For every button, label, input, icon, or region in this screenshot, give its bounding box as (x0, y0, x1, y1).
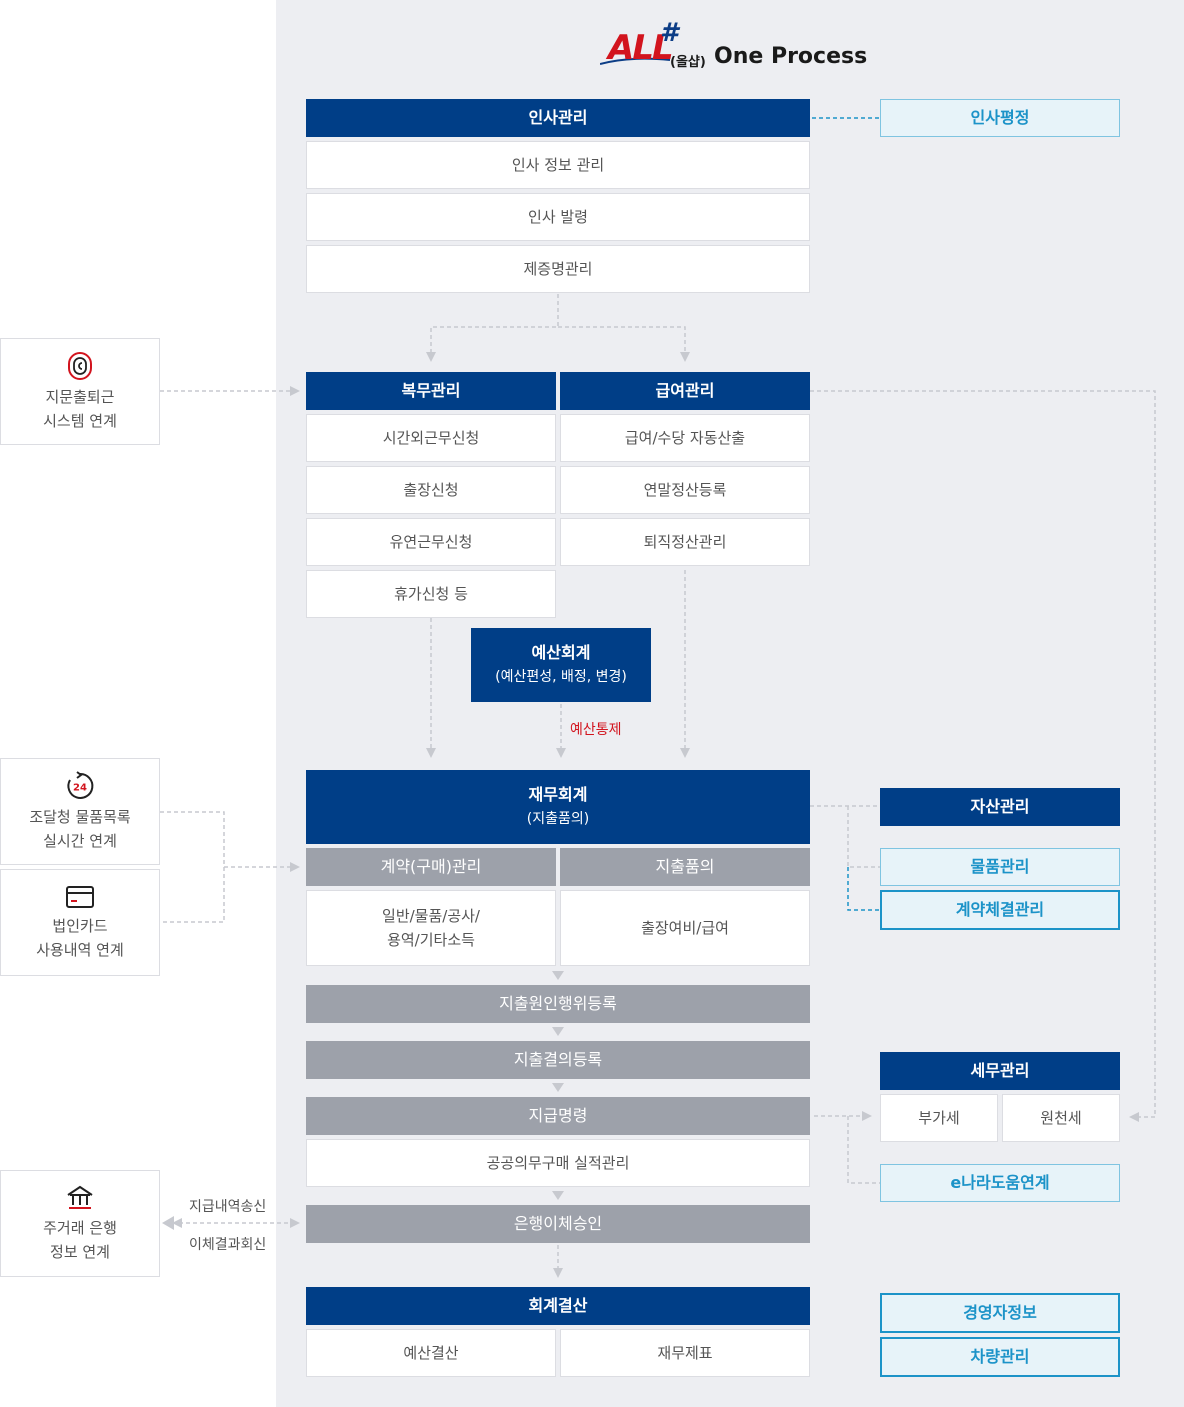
fingerprint-system-link[interactable]: 지문출퇴근 시스템 연계 (0, 338, 160, 445)
logo-suffix: One Process (714, 44, 868, 69)
corporate-card-link[interactable]: 법인카드 사용내역 연계 (0, 869, 160, 976)
attendance-item-flexible[interactable]: 유연근무신청 (306, 518, 556, 566)
hr-header[interactable]: 인사관리 (306, 99, 810, 137)
credit-card-icon (66, 885, 94, 908)
closing-item-budget[interactable]: 예산결산 (306, 1329, 556, 1377)
bank-info-link[interactable]: 주거래 은행 정보 연계 (0, 1170, 160, 1277)
hr-item-info[interactable]: 인사 정보 관리 (306, 141, 810, 189)
closing-item-statements[interactable]: 재무제표 (560, 1329, 810, 1377)
fingerprint-label-1: 지문출퇴근 (45, 387, 115, 406)
attendance-header[interactable]: 복무관리 (306, 372, 556, 410)
attendance-item-overtime[interactable]: 시간외근무신청 (306, 414, 556, 462)
asset-management[interactable]: 자산관리 (880, 788, 1120, 826)
hr-evaluation[interactable]: 인사평정 (880, 99, 1120, 137)
expense-detail[interactable]: 출장여비/급여 (560, 890, 810, 966)
contract-management[interactable]: 계약(구매)관리 (306, 848, 556, 886)
step-public-purchase[interactable]: 공공의무구매 실적관리 (306, 1139, 810, 1187)
payroll-header[interactable]: 급여관리 (560, 372, 810, 410)
tax-item-withholding[interactable]: 원천세 (1002, 1094, 1120, 1142)
logo-korean: (올샵) (670, 55, 706, 70)
contract-conclusion-management[interactable]: 계약체결관리 (880, 890, 1120, 930)
logo-brand: ALL (608, 28, 674, 68)
contract-detail-line-1: 일반/물품/공사/ (382, 907, 480, 925)
closing-header[interactable]: 회계결산 (306, 1287, 810, 1325)
refresh-24-icon: 24 (67, 770, 94, 799)
card-label-1: 법인카드 (52, 916, 108, 935)
finance-title: 재무회계 (528, 785, 588, 804)
step-bank-transfer[interactable]: 은행이체승인 (306, 1205, 810, 1243)
goods-management[interactable]: 물품관리 (880, 848, 1120, 886)
fingerprint-label-2: 시스템 연계 (43, 411, 117, 430)
tax-item-vat[interactable]: 부가세 (880, 1094, 998, 1142)
contract-detail-line-2: 용역/기타소득 (387, 931, 475, 949)
step-expense-cause[interactable]: 지출원인행위등록 (306, 985, 810, 1023)
step-payment-order[interactable]: 지급명령 (306, 1097, 810, 1135)
payment-send-label: 지급내역송신 (189, 1199, 267, 1215)
vehicle-management[interactable]: 차량관리 (880, 1337, 1120, 1377)
logo-swoosh-icon (600, 57, 670, 65)
hr-item-certificate[interactable]: 제증명관리 (306, 245, 810, 293)
logo-mark: # (660, 18, 679, 48)
payroll-item-yearend[interactable]: 연말정산등록 (560, 466, 810, 514)
budget-title: 예산회계 (531, 643, 591, 662)
procurement-label-2: 실시간 연계 (43, 831, 117, 850)
finance-subtitle: (지출품의) (526, 811, 590, 827)
tax-management[interactable]: 세무관리 (880, 1052, 1120, 1090)
budget-subtitle: (예산편성, 배정, 변경) (495, 669, 627, 685)
budget-control-label: 예산통제 (570, 722, 622, 738)
executive-info[interactable]: 경영자정보 (880, 1293, 1120, 1333)
expense-request[interactable]: 지출품의 (560, 848, 810, 886)
fingerprint-icon (68, 351, 92, 380)
payroll-item-retirement[interactable]: 퇴직정산관리 (560, 518, 810, 566)
procurement-link[interactable]: 24 조달청 물품목록 실시간 연계 (0, 758, 160, 865)
bank-label-2: 정보 연계 (50, 1242, 110, 1261)
enara-link[interactable]: e나라도움연계 (880, 1164, 1120, 1202)
svg-text:24: 24 (73, 782, 87, 793)
payroll-item-calc[interactable]: 급여/수당 자동산출 (560, 414, 810, 462)
finance-box[interactable]: 재무회계 (지출품의) (306, 770, 810, 844)
one-process-logo: ALL # (올샵) One Process (600, 18, 870, 76)
bank-label-1: 주거래 은행 (43, 1218, 117, 1237)
contract-detail[interactable]: 일반/물품/공사/ 용역/기타소득 (306, 890, 556, 966)
procurement-label-1: 조달청 물품목록 (29, 807, 131, 826)
attendance-item-trip[interactable]: 출장신청 (306, 466, 556, 514)
transfer-result-label: 이체결과회신 (189, 1237, 267, 1253)
bank-icon (67, 1185, 93, 1209)
hr-item-appointment[interactable]: 인사 발령 (306, 193, 810, 241)
attendance-item-leave[interactable]: 휴가신청 등 (306, 570, 556, 618)
card-label-2: 사용내역 연계 (36, 940, 124, 959)
budget-box[interactable]: 예산회계 (예산편성, 배정, 변경) (471, 628, 651, 702)
step-expense-resolution[interactable]: 지출결의등록 (306, 1041, 810, 1079)
